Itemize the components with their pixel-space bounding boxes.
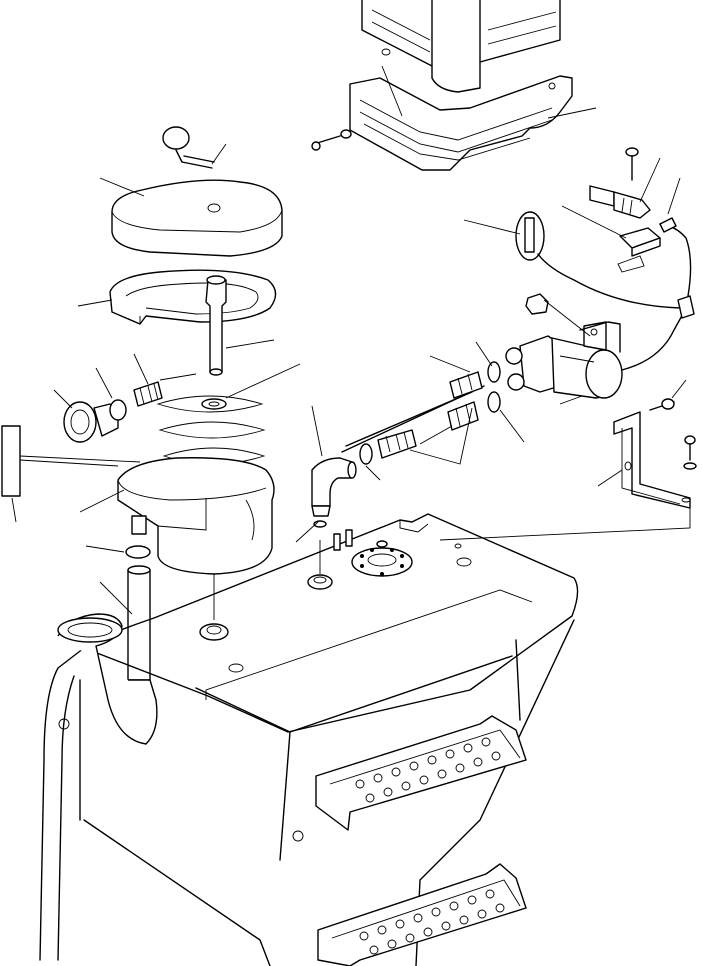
valve-cap-nut bbox=[525, 293, 549, 315]
fuse-detail bbox=[515, 211, 545, 261]
hydraulic-elbow bbox=[311, 457, 357, 528]
step-holes bbox=[355, 737, 501, 803]
lower-step bbox=[317, 863, 527, 966]
tank-return-port bbox=[307, 540, 333, 590]
cover-retaining-band bbox=[109, 269, 277, 325]
connector-screw bbox=[625, 147, 639, 181]
upper-step bbox=[315, 715, 527, 831]
valve-mount-bracket bbox=[613, 411, 691, 509]
solenoid-valve bbox=[505, 321, 623, 399]
leader-line bbox=[133, 353, 149, 385]
element-stud bbox=[205, 275, 227, 376]
leader-line bbox=[225, 339, 275, 349]
leader-line bbox=[639, 157, 661, 203]
filler-neck bbox=[57, 613, 158, 745]
leader-line bbox=[11, 497, 17, 523]
leader-line bbox=[295, 521, 319, 543]
leader-line bbox=[79, 489, 125, 513]
tank-flange bbox=[351, 540, 413, 577]
wire-connector bbox=[589, 185, 651, 219]
leader-line bbox=[597, 469, 623, 487]
hose-lower-b bbox=[419, 391, 501, 445]
leader-line bbox=[475, 341, 493, 367]
step-holes bbox=[359, 889, 505, 955]
leader-line bbox=[499, 409, 525, 443]
leader-line bbox=[409, 407, 473, 465]
stud-washer-nut bbox=[201, 398, 227, 410]
bracket-bolt-lower bbox=[683, 435, 697, 470]
hose-upper bbox=[341, 385, 485, 453]
clip-mark bbox=[617, 255, 645, 273]
leader-line bbox=[85, 545, 125, 553]
leader-line bbox=[543, 299, 591, 337]
indicator-adapter bbox=[133, 381, 163, 407]
hose-lower-a bbox=[359, 429, 417, 465]
leader-line bbox=[159, 373, 197, 381]
restriction-indicator bbox=[63, 401, 119, 443]
leader-line bbox=[99, 581, 133, 615]
leader-line bbox=[95, 367, 113, 399]
bracket-bolt bbox=[311, 129, 352, 151]
intake-clamp bbox=[125, 545, 151, 559]
air-cleaner-cover bbox=[111, 179, 283, 257]
leader-line bbox=[463, 219, 521, 235]
tank-port-fitting bbox=[199, 623, 229, 641]
leader-line bbox=[381, 65, 403, 117]
leader-line bbox=[99, 177, 145, 197]
hose-upper-fitting bbox=[449, 361, 501, 399]
connector-clip bbox=[619, 227, 661, 257]
leader-line bbox=[439, 504, 691, 541]
leader-line bbox=[211, 143, 227, 165]
hose-strip bbox=[1, 425, 141, 497]
leader-line bbox=[561, 205, 627, 239]
leader-line bbox=[311, 405, 323, 457]
air-cleaner-body bbox=[117, 457, 275, 575]
wire-terminal bbox=[659, 217, 677, 233]
leader-line bbox=[77, 299, 113, 307]
bracket-bolt-upper bbox=[649, 398, 675, 411]
leader-line bbox=[671, 379, 687, 399]
lock-pin bbox=[162, 126, 215, 169]
tank-studs bbox=[333, 529, 353, 551]
leader-line bbox=[547, 107, 597, 119]
leader-line bbox=[429, 355, 471, 373]
frame-corner-bracket bbox=[349, 0, 573, 171]
indicator-clamp bbox=[109, 399, 127, 421]
leader-line bbox=[53, 389, 73, 409]
leader-line bbox=[225, 363, 301, 399]
leader-line bbox=[365, 465, 381, 481]
leader-line bbox=[559, 395, 583, 405]
leader-line bbox=[667, 177, 681, 215]
